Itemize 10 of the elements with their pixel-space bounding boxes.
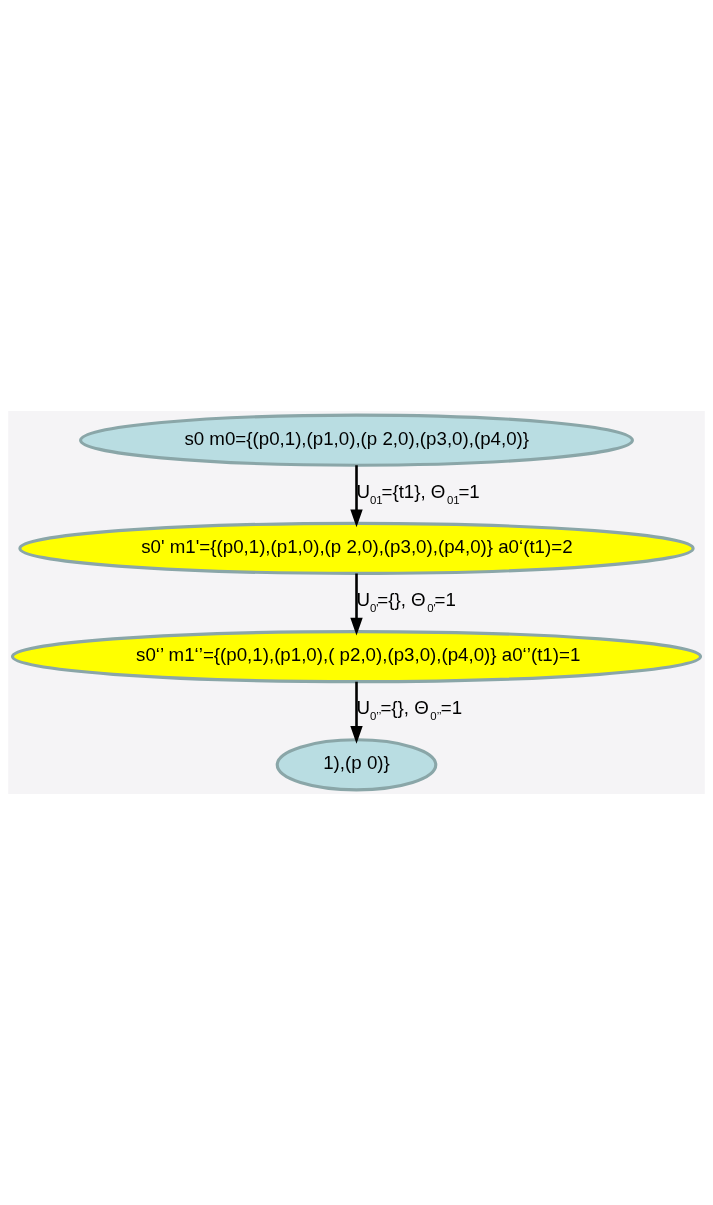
node-ellipse: s0 m0={(p0,1),(p1,0),(p 2,0),(p3,0),(p4,0)} <box>79 413 634 467</box>
edge-label: U$_{01}$={t1}, Θ$_{01}$=1 <box>356 480 480 506</box>
arrow <box>350 465 363 528</box>
node-ellipse: s0‘’ m1‘’={(p0,1),(p1,0),( p2,0),(p3,0),(p4,0)} a0‘’(t1)=1 <box>10 630 703 684</box>
node-ellipse: s0' m1'={(p0,1),(p1,0),(p 2,0),(p3,0),(p4,0)} a0‘(t1)=2 <box>18 521 695 575</box>
edge-label: U$_{0’’}$={}, Θ$_{0’’}$=1 <box>356 697 463 723</box>
arrow <box>350 573 363 636</box>
edge-label: U$_{0'}$={}, Θ$_{0'}$=1 <box>356 589 456 615</box>
arrow <box>350 681 363 744</box>
node-ellipse: 1),(p 0)} <box>275 738 438 792</box>
